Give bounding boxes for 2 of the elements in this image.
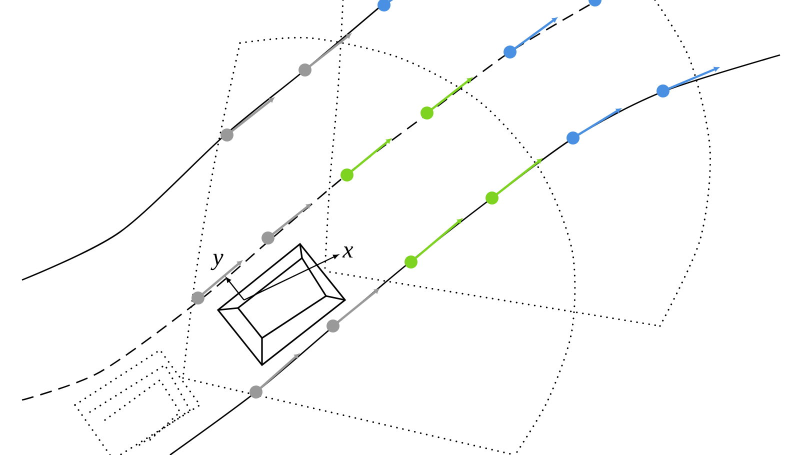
axis-label: y	[210, 254, 224, 270]
axis-label: x	[342, 246, 354, 258]
